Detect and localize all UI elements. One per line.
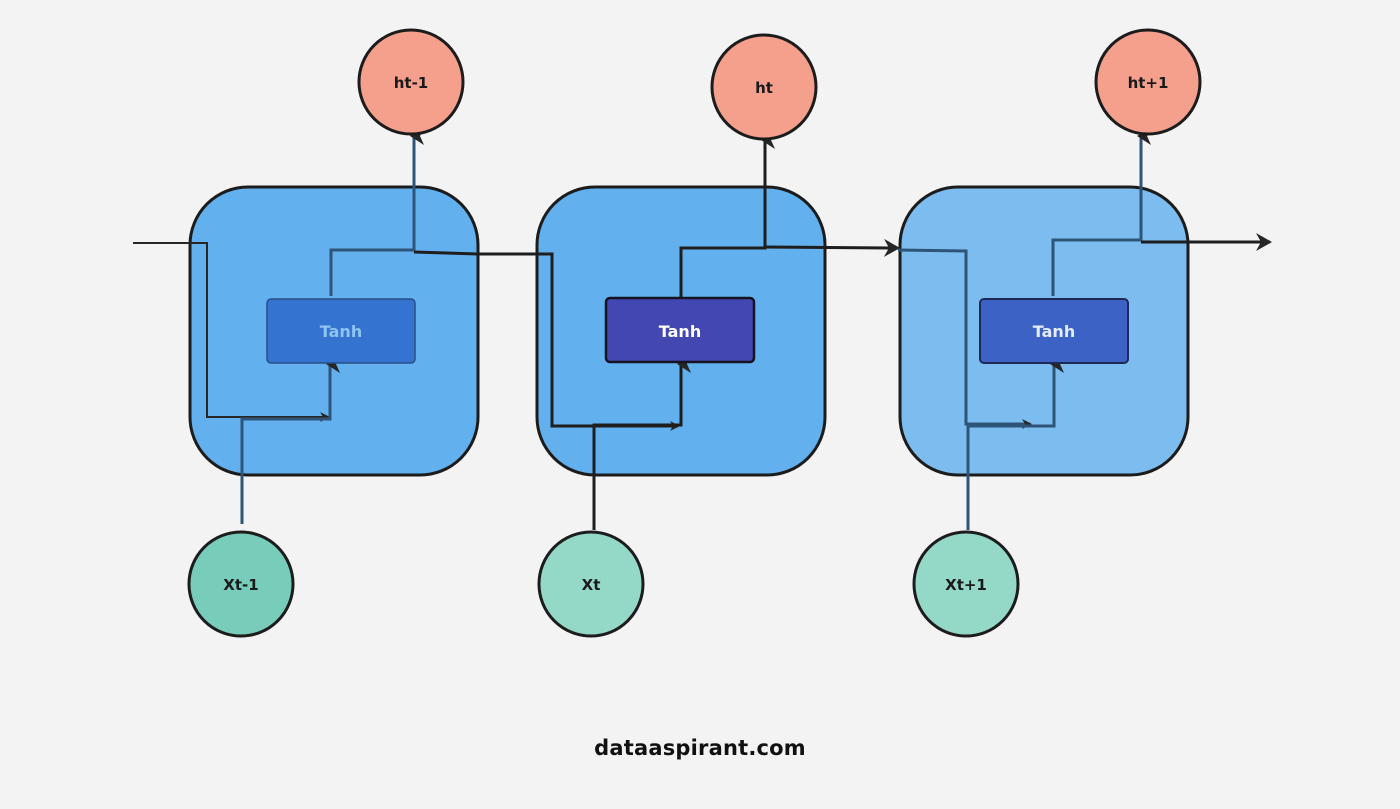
output-node-1: ht-1	[357, 28, 465, 136]
input-line-1	[240, 355, 340, 524]
output-node-2: ht	[710, 33, 818, 141]
input-line-3	[966, 355, 1064, 530]
output-line-3	[1051, 127, 1151, 296]
input-label-3: Xt+1	[945, 576, 987, 594]
output-label-2: ht	[755, 79, 773, 97]
tanh-block-2: Tanh	[604, 296, 756, 364]
output-node-3: ht+1	[1094, 28, 1202, 136]
tanh-label-1: Tanh	[320, 322, 362, 341]
input-node-2: Xt	[537, 530, 645, 638]
tanh-block-1: Tanh	[266, 298, 416, 364]
output-label-1: ht-1	[394, 74, 429, 92]
input-node-3: Xt+1	[912, 530, 1020, 638]
watermark-text: dataaspirant.com	[594, 736, 806, 760]
tanh-label-3: Tanh	[1033, 322, 1075, 341]
tanh-label-2: Tanh	[659, 322, 701, 341]
output-line-2	[679, 131, 775, 298]
output-label-3: ht+1	[1128, 74, 1169, 92]
input-label-2: Xt	[582, 576, 601, 594]
hidden-state-line-2-3	[764, 238, 900, 257]
tanh-block-3: Tanh	[979, 298, 1129, 364]
input-label-1: Xt-1	[223, 576, 258, 594]
hidden-state-line-2-3-inner	[897, 248, 1032, 429]
input-node-1: Xt-1	[187, 530, 295, 638]
hidden-state-in-line	[133, 242, 330, 422]
output-line-1	[329, 127, 424, 296]
input-line-2	[592, 355, 691, 530]
